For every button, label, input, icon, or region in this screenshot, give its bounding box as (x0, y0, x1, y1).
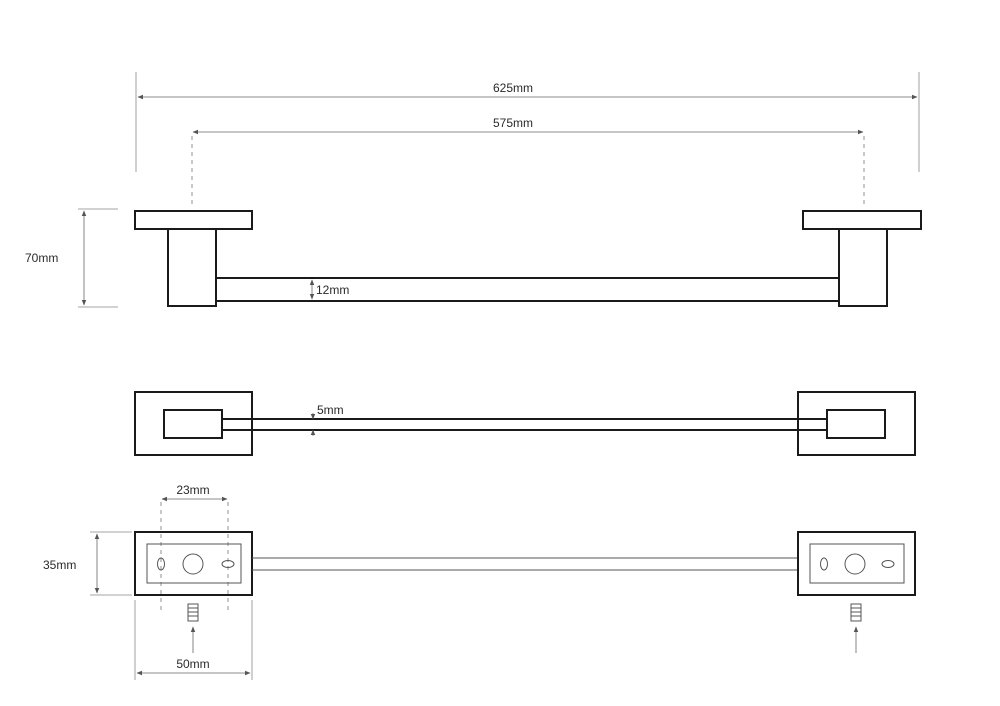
bar-thickness-label: 5mm (317, 403, 344, 417)
overall-length-label: 625mm (493, 81, 533, 95)
right-base-top (797, 391, 916, 456)
left-wall-flange (134, 210, 253, 230)
right-base-bottom (797, 531, 916, 596)
left-post (167, 228, 217, 307)
right-centre-hole (844, 553, 866, 575)
right-bar-end (826, 409, 886, 439)
right-slot-hole-horizontal (881, 560, 895, 568)
centre-length-dimension: 575mm (191, 116, 865, 208)
bar-thickness-dimension: 5mm (310, 403, 344, 436)
right-mounting-plate (809, 543, 905, 584)
hole-spacing-dimension: 23mm (160, 483, 229, 610)
towel-bar-top (221, 418, 828, 431)
projection-label: 70mm (25, 251, 58, 265)
right-slot-hole (820, 557, 828, 571)
right-wall-flange (802, 210, 922, 230)
top-view (134, 391, 916, 456)
overall-length-dimension: 625mm (135, 72, 920, 172)
centre-length-label: 575mm (493, 116, 533, 130)
left-slot-hole (157, 557, 165, 571)
screw-icon (187, 603, 199, 622)
base-height-label: 35mm (43, 558, 76, 572)
projection-dimension: 70mm (25, 208, 118, 308)
bar-height-label: 12mm (316, 283, 349, 297)
left-base-top (134, 391, 253, 456)
base-height-dimension: 35mm (43, 531, 132, 596)
base-width-label: 50mm (176, 657, 209, 671)
base-width-dimension: 50mm (134, 600, 253, 680)
bar-height-dimension: 12mm (309, 279, 349, 300)
left-bar-end (163, 409, 223, 439)
right-post (838, 228, 888, 307)
hole-spacing-label: 23mm (176, 483, 209, 497)
left-base-bottom (134, 531, 253, 596)
screw-icon (850, 603, 862, 622)
left-mounting-plate (146, 543, 242, 584)
front-view (134, 210, 922, 307)
left-slot-hole-horizontal (221, 560, 235, 568)
towel-bar (215, 277, 840, 302)
mounting-view (134, 531, 916, 596)
left-centre-hole (182, 553, 204, 575)
